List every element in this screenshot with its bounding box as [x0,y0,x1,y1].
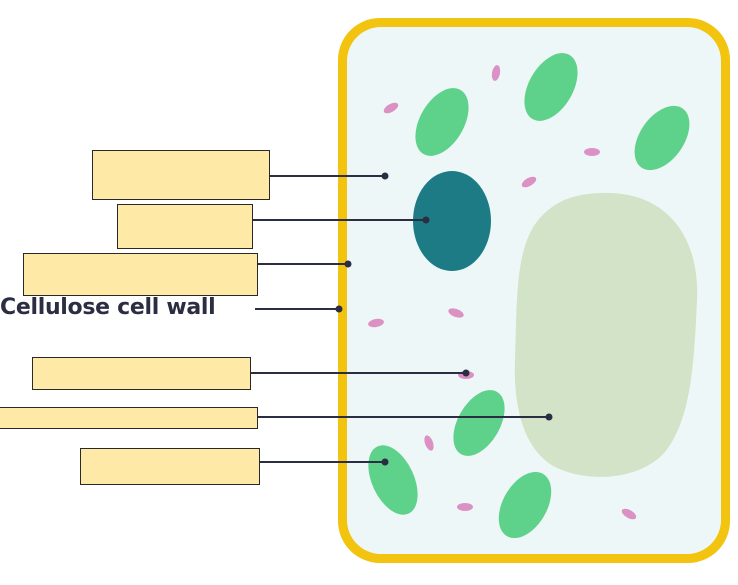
mitochondrion [621,508,637,520]
chloroplast [524,53,578,121]
chloroplast [453,390,505,456]
cellulose-cell-wall-label: Cellulose cell wall [0,295,216,320]
leader-lines [251,175,549,463]
leader-dot [381,458,389,466]
leader-dot [422,216,430,224]
mitochondrion [584,148,600,156]
mitochondrion [368,318,384,328]
leader-dots [335,172,553,466]
answer-box-1[interactable] [92,150,270,200]
leader-dot [344,260,352,268]
mitochondrion [383,102,399,114]
mitochondria [368,65,637,520]
answer-box-7[interactable] [80,448,260,485]
answer-box-5[interactable] [32,357,251,390]
leader-dot [462,369,470,377]
chloroplast [498,471,552,539]
nucleus [413,171,491,271]
mitochondrion [448,308,464,318]
mitochondrion [521,176,537,188]
answer-box-2[interactable] [117,204,253,249]
vacuole [514,192,698,477]
answer-box-6[interactable] [0,407,258,429]
leader-dot [381,172,389,180]
answer-box-3[interactable] [23,253,258,296]
mitochondrion [457,503,473,511]
leader-dot [545,413,553,421]
mitochondrion [424,435,434,451]
mitochondrion [491,65,501,81]
chloroplast [415,88,469,156]
chloroplast [634,105,690,171]
leader-dot [335,305,343,313]
